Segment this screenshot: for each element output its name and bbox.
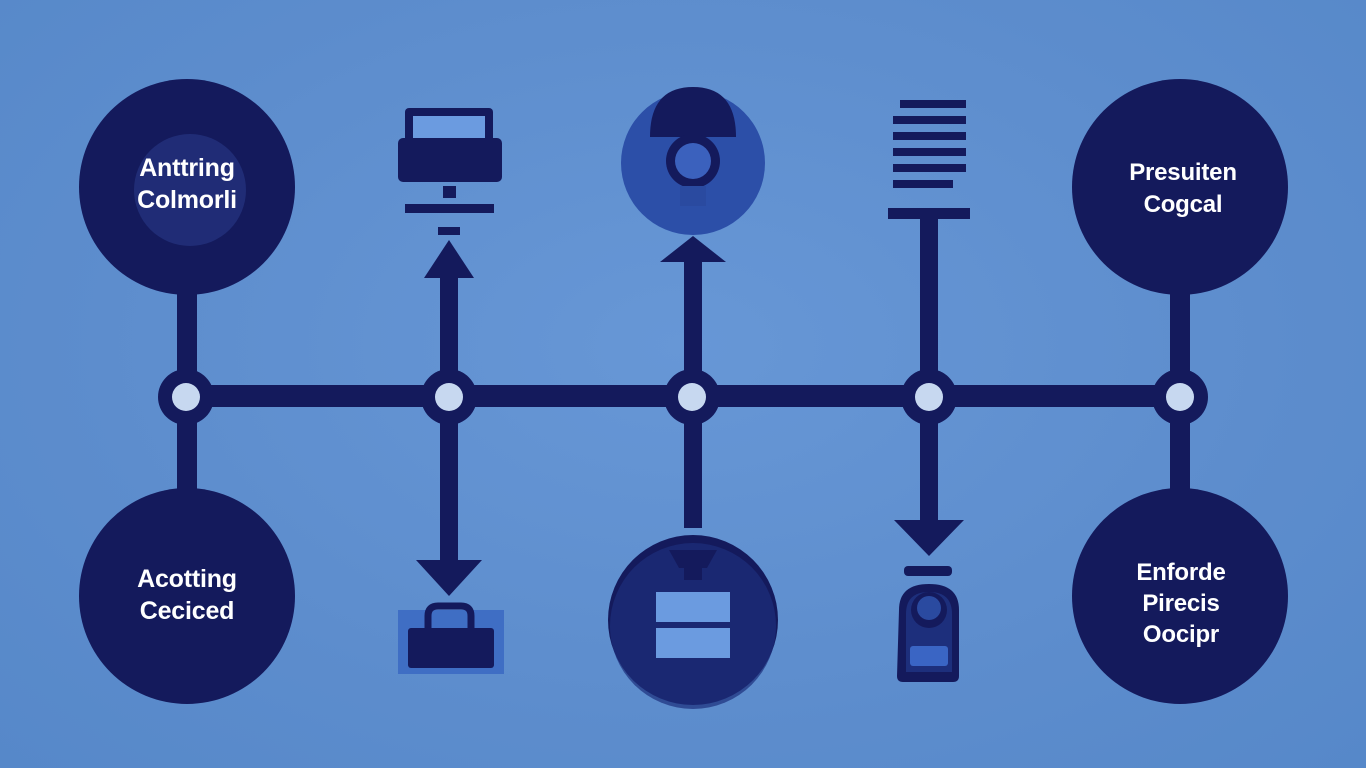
- circle-bottom-right: [1072, 488, 1288, 704]
- arrow-up-1: [424, 240, 474, 390]
- list-icon: [893, 100, 966, 188]
- label-top-right-line-1: Presuiten: [1129, 159, 1237, 186]
- label-bottom-left-line-1: Acotting: [137, 565, 237, 593]
- label-bottom-left: Acotting Ceciced: [87, 563, 287, 627]
- label-top-left-line-2: Colmorli: [137, 186, 237, 214]
- label-bottom-right-line-1: Enforde: [1136, 559, 1226, 586]
- webcam-icon: [621, 87, 765, 235]
- label-bottom-right-line-3: Oocipr: [1142, 621, 1220, 648]
- circle-bottom-left: [79, 488, 295, 704]
- circle-top-left: [79, 79, 295, 295]
- label-bottom-right-line-2: Pirecis: [1142, 590, 1220, 617]
- label-top-right-line-2: Cogcal: [1143, 191, 1223, 218]
- label-bottom-left-line-2: Ceciced: [139, 597, 235, 625]
- spine-node-1: [158, 369, 214, 425]
- printer-icon: [398, 108, 502, 235]
- server-icon: [608, 535, 778, 709]
- label-bottom-right: Enforde Pirecis Oocipr: [1081, 557, 1281, 650]
- arrow-down-3: [894, 400, 964, 556]
- spine-node-3: [664, 369, 720, 425]
- camera-device-icon: [897, 566, 959, 682]
- spine-node-4: [901, 369, 957, 425]
- connector-up-3: [920, 215, 938, 390]
- arrow-down-1: [416, 400, 482, 596]
- list-base-bar: [888, 208, 970, 219]
- spine-node-5: [1152, 369, 1208, 425]
- spine-node-2: [421, 369, 477, 425]
- connector-down-2: [684, 400, 702, 528]
- circle-top-right: [1072, 79, 1288, 295]
- arrow-up-2: [660, 236, 726, 390]
- label-top-left: Anttring Colmorli: [87, 152, 287, 216]
- briefcase-icon: [398, 602, 504, 674]
- label-top-left-line-1: Anttring: [139, 154, 235, 182]
- label-top-right: Presuiten Cogcal: [1083, 157, 1283, 221]
